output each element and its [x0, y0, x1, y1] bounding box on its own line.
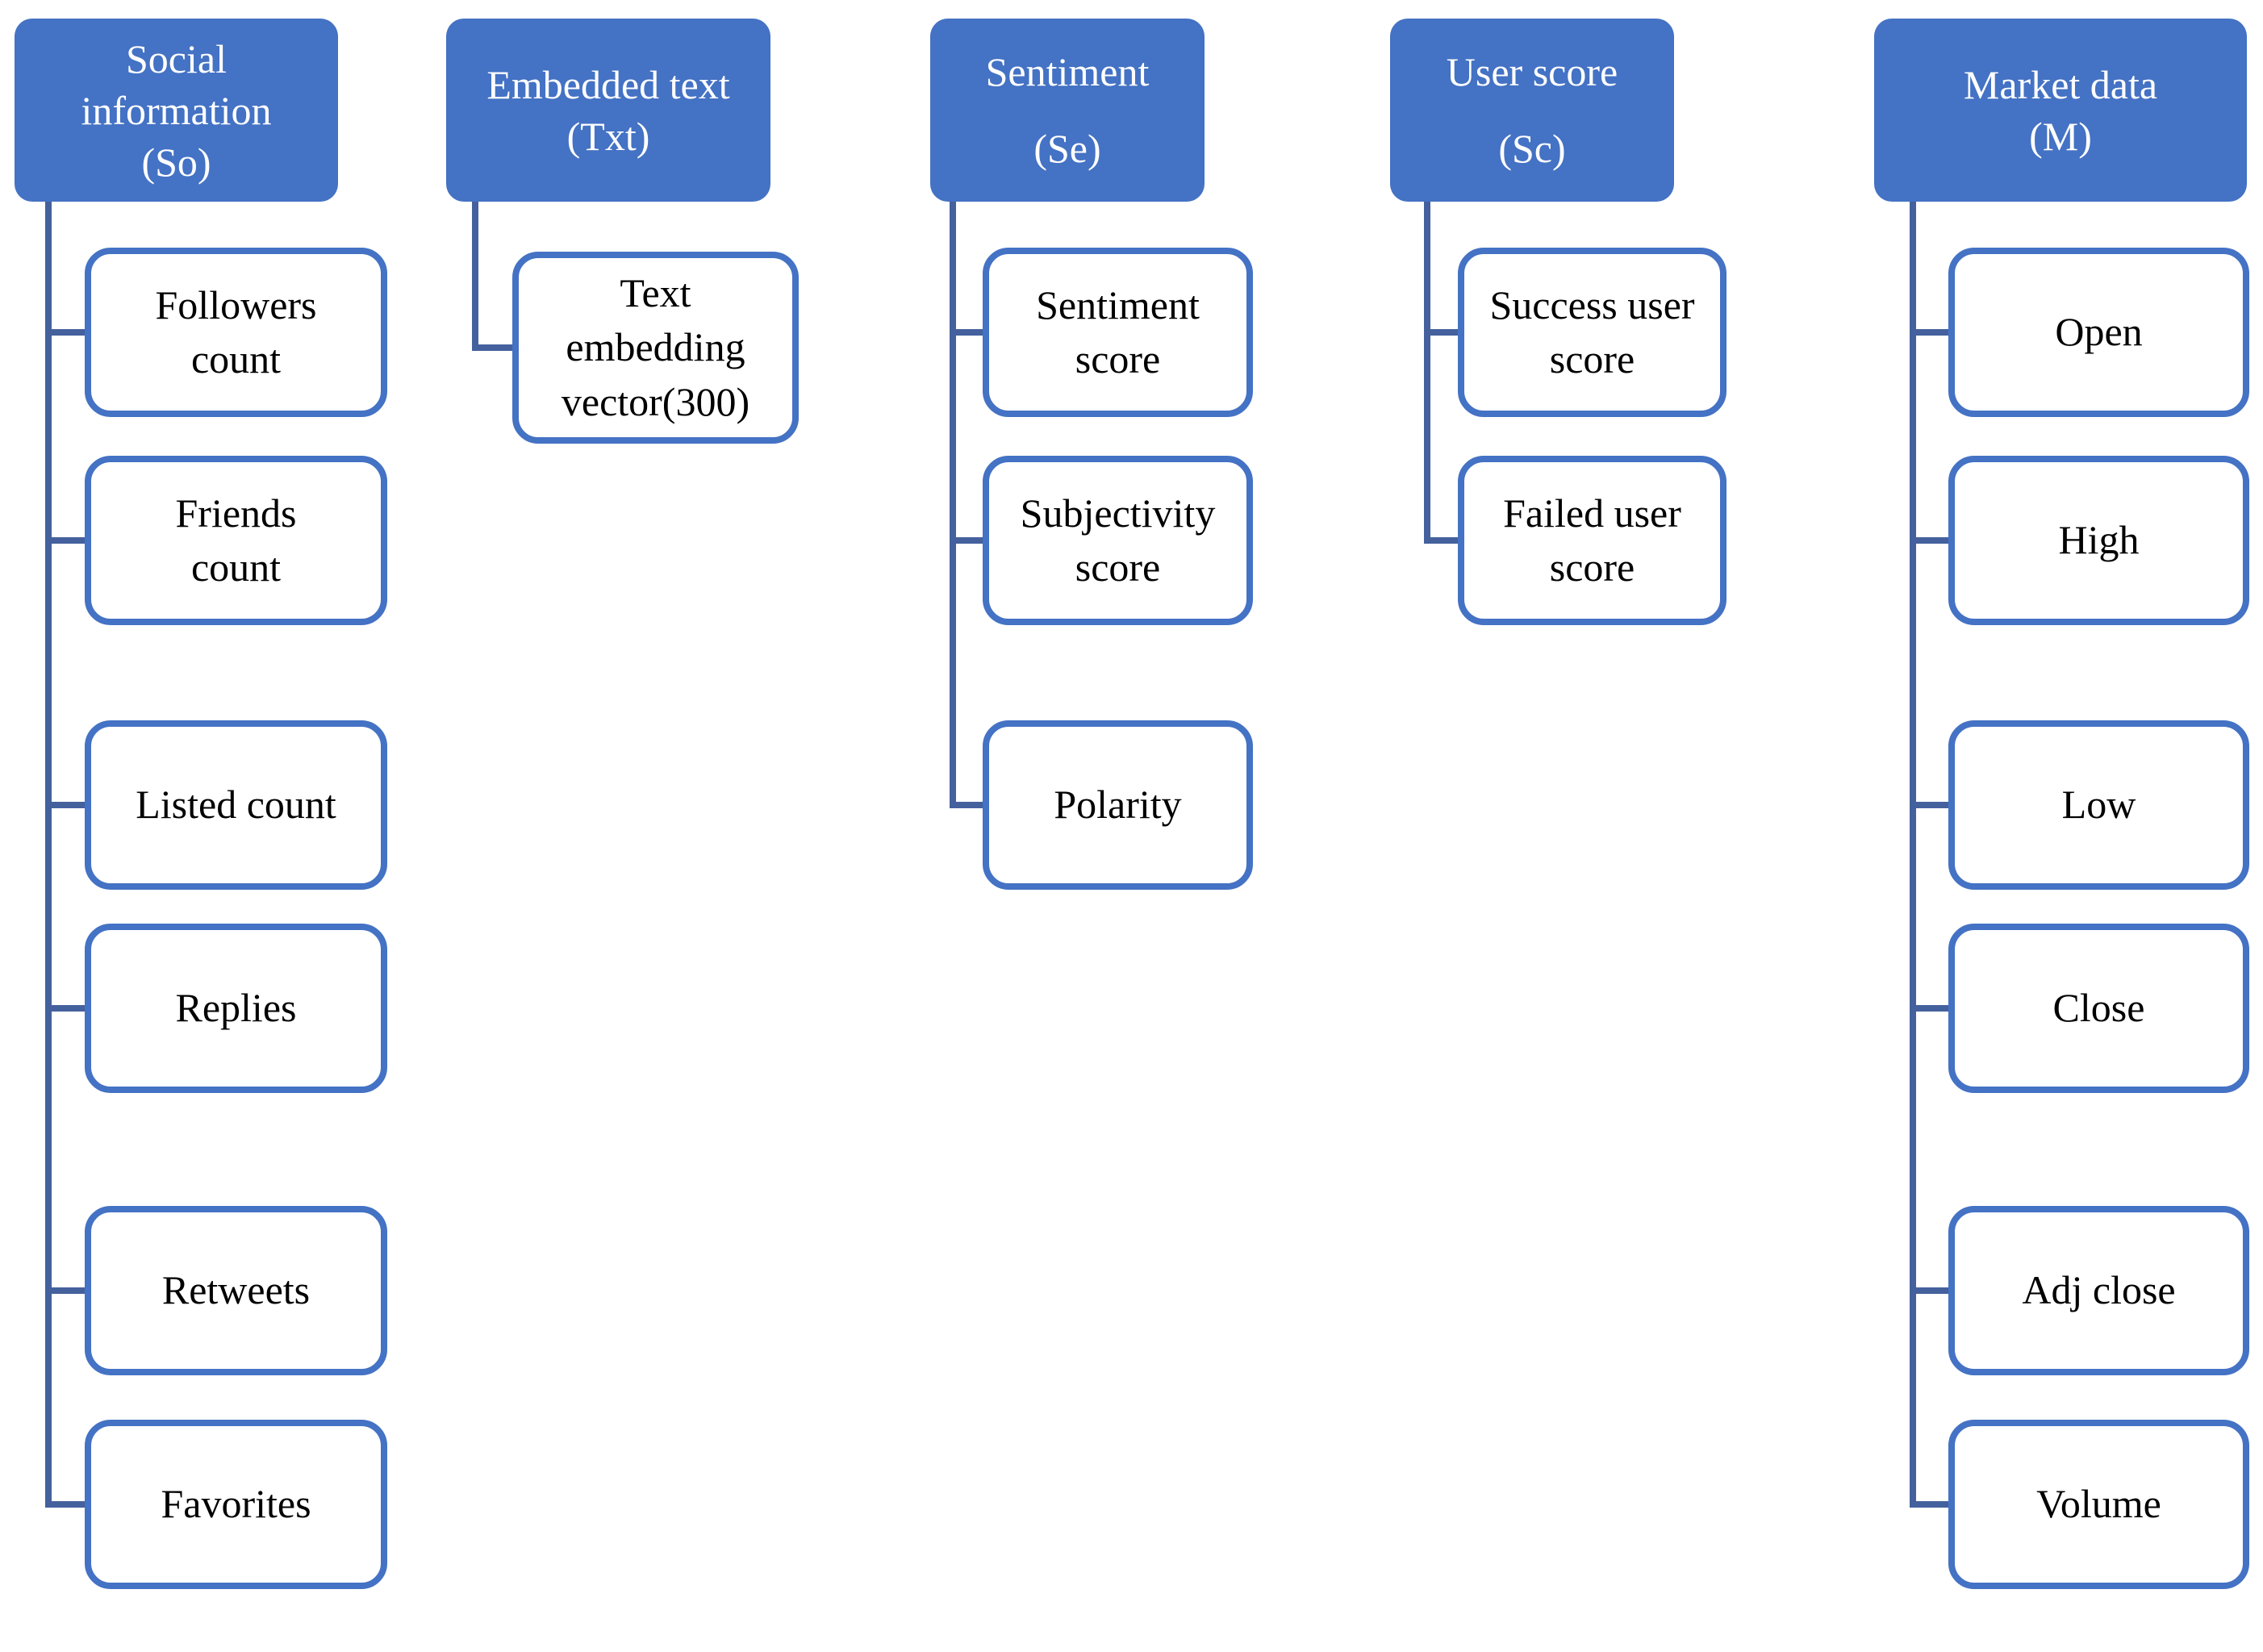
- node-open: Open: [1948, 248, 2249, 417]
- node-replies: Replies: [85, 924, 387, 1093]
- connector-stub: [1910, 1287, 1955, 1294]
- connector-trunk-sentiment: [950, 202, 956, 808]
- connector-stub: [45, 802, 91, 808]
- node-followers-count: Followers count: [85, 248, 387, 417]
- node-success-user-score: Success user score: [1458, 248, 1726, 417]
- connector-trunk-social: [45, 202, 52, 1508]
- node-polarity: Polarity: [983, 720, 1253, 890]
- node-listed-count: Listed count: [85, 720, 387, 890]
- connector-stub: [45, 329, 91, 336]
- connector-stub: [1910, 537, 1955, 544]
- connector-stub: [45, 1287, 91, 1294]
- node-failed-user-score: Failed user score: [1458, 456, 1726, 625]
- connector-stub: [472, 344, 519, 351]
- connector-stub: [950, 537, 989, 544]
- connector-stub: [1910, 802, 1955, 808]
- node-favorites: Favorites: [85, 1420, 387, 1589]
- connector-stub: [1910, 1501, 1955, 1508]
- connector-stub: [950, 329, 989, 336]
- node-subjectivity-score: Subjectivity score: [983, 456, 1253, 625]
- connector-trunk-user-score: [1424, 202, 1430, 544]
- header-user-score: User score (Sc): [1390, 19, 1674, 202]
- node-volume: Volume: [1948, 1420, 2249, 1589]
- connector-trunk-embedded-text: [472, 202, 478, 351]
- connector-stub: [1910, 329, 1955, 336]
- node-friends-count: Friends count: [85, 456, 387, 625]
- connector-stub: [1424, 329, 1464, 336]
- node-adj-close: Adj close: [1948, 1206, 2249, 1375]
- connector-stub: [45, 1005, 91, 1012]
- connector-stub: [45, 1501, 91, 1508]
- connector-stub: [950, 802, 989, 808]
- connector-stub: [1424, 537, 1464, 544]
- node-close: Close: [1948, 924, 2249, 1093]
- node-high: High: [1948, 456, 2249, 625]
- node-low: Low: [1948, 720, 2249, 890]
- header-market-data: Market data (M): [1874, 19, 2247, 202]
- header-embedded-text: Embedded text (Txt): [446, 19, 770, 202]
- node-sentiment-score: Sentiment score: [983, 248, 1253, 417]
- node-text-embedding-vector: Text embedding vector(300): [512, 252, 799, 444]
- connector-stub: [45, 537, 91, 544]
- header-sentiment: Sentiment (Se): [930, 19, 1205, 202]
- header-social-information: Social information (So): [15, 19, 338, 202]
- node-retweets: Retweets: [85, 1206, 387, 1375]
- connector-stub: [1910, 1005, 1955, 1012]
- connector-trunk-market-data: [1910, 202, 1916, 1508]
